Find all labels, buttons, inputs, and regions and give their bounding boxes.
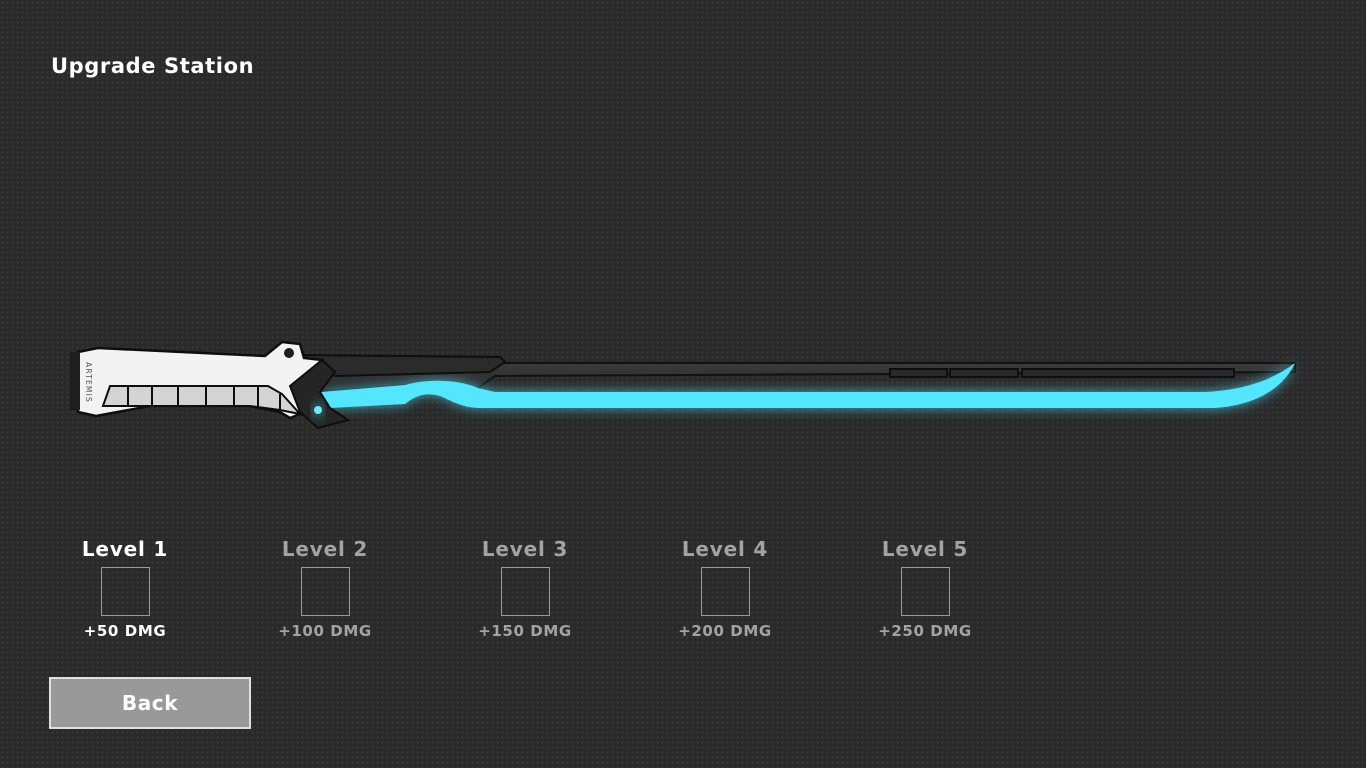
level-3-bonus: +150 DMG [478, 622, 572, 640]
sword-illustration: ARTEMIS [70, 340, 1296, 430]
level-4-bonus: +200 DMG [678, 622, 772, 640]
level-2-slot[interactable] [300, 567, 350, 616]
level-1: Level 1 +50 DMG [45, 536, 205, 640]
level-4-slot[interactable] [700, 567, 750, 616]
level-5: Level 5 +250 DMG [845, 536, 1005, 640]
level-3-slot[interactable] [500, 567, 550, 616]
blade-edge [320, 363, 1295, 408]
level-1-label: Level 1 [81, 537, 169, 561]
level-2: Level 2 +100 DMG [245, 536, 405, 640]
level-3-label: Level 3 [481, 537, 569, 561]
engraving-text: ARTEMIS [84, 362, 93, 403]
level-1-slot[interactable] [100, 567, 150, 616]
level-4-label: Level 4 [681, 537, 769, 561]
level-4: Level 4 +200 DMG [645, 536, 805, 640]
level-2-label: Level 2 [281, 537, 369, 561]
back-button[interactable]: Back [49, 677, 251, 729]
level-1-bonus: +50 DMG [83, 622, 167, 640]
upgrade-levels: Level 1 +50 DMG Level 2 +100 DMG Level 3… [0, 536, 1366, 656]
sword-gem [314, 406, 322, 414]
level-5-slot[interactable] [900, 567, 950, 616]
level-5-label: Level 5 [881, 537, 969, 561]
level-5-bonus: +250 DMG [878, 622, 972, 640]
level-3: Level 3 +150 DMG [445, 536, 605, 640]
page-title: Upgrade Station [51, 54, 255, 78]
level-2-bonus: +100 DMG [278, 622, 372, 640]
